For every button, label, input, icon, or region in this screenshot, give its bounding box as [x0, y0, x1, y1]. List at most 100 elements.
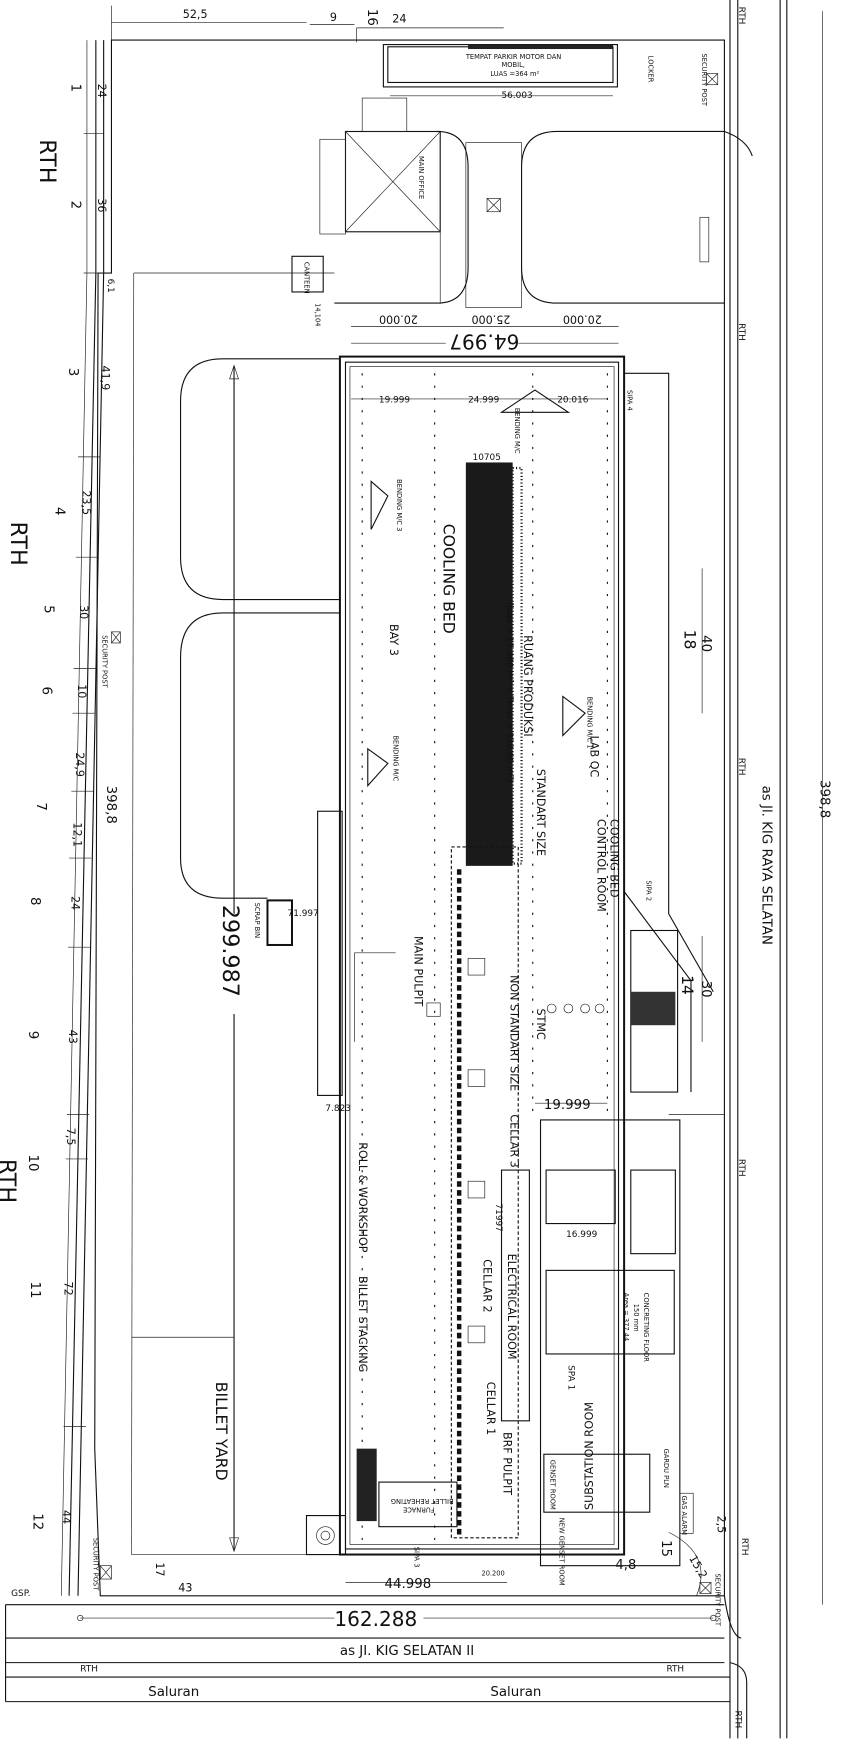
dim-20-200: 20.200	[481, 1570, 504, 1578]
segment-length: 6,1	[105, 279, 115, 293]
rth-label-east: RTH	[733, 1711, 743, 1729]
security-post-label: SECURITY POST	[92, 1538, 100, 1591]
left-segment-dimensions: 1 2 3 4 5 6 7 8 9 10 11 12 24 36 6,1 41,…	[25, 40, 115, 1596]
rth-label-east: RTH	[736, 7, 746, 25]
dim-52-5: 52,5	[183, 8, 208, 21]
cooling-bed-control-room-label: CONTROL ROOM	[594, 819, 607, 912]
segment-number: 9	[25, 1031, 40, 1039]
dim-stmc-19-999: 19.999	[544, 1098, 591, 1113]
dim-10705: 10705	[473, 453, 501, 463]
segment-length: 10	[75, 684, 88, 698]
concreting-floor-label: CONCRETING FLOOR	[642, 1293, 650, 1363]
dim-24: 24	[392, 12, 406, 25]
frontage-dimension: 162.288	[334, 1607, 417, 1631]
parking-area-size: LUAS =364 m²	[490, 70, 539, 78]
brf-pulpit-label: BRF PULPIT	[501, 1432, 514, 1495]
concreting-floor-area: Area = 377,44	[622, 1293, 630, 1342]
main-office: MAIN OFFICE CANTEEN 14,104	[291, 97, 753, 326]
segment-length: 43	[66, 1030, 79, 1044]
roll-workshop-label: ROLL & WORKSHOP	[356, 1142, 369, 1253]
segment-length: 41,9	[98, 366, 111, 391]
segment-number: 12	[29, 1513, 44, 1530]
main-pulpit-label: MAIN PULPIT	[412, 936, 425, 1006]
east-dimensions: 18 40 14 30 4,8 15 15,2 2,5 SECURITY POS…	[615, 568, 728, 1627]
segment-length: 30	[77, 605, 90, 619]
parking-label: TEMPAT PARKIR MOTOR DAN	[465, 53, 561, 61]
segment-length: 24,9	[73, 752, 86, 777]
security-post-label: SECURITY POST	[101, 635, 109, 688]
dim-16-999: 16.999	[566, 1230, 597, 1240]
channel-label: Saluran	[490, 1685, 541, 1700]
locker-label: LOCKER	[647, 56, 655, 83]
rth-label-left: RTH	[5, 522, 31, 566]
east-annex: 16.999 CONCRETING FLOOR 150 mm Area = 37…	[539, 372, 725, 1586]
bending-machine-1-label: BENDING M/C 1	[585, 696, 593, 748]
bending-machine-label: BENDING M/C	[513, 408, 521, 454]
dim-24-999: 24.999	[468, 395, 499, 405]
dim-44-998: 44.998	[384, 1577, 431, 1592]
furnace-label: BILLET REHEATING	[391, 1497, 454, 1505]
parking-area: TEMPAT PARKIR MOTOR DAN MOBIL, LUAS =364…	[382, 44, 719, 107]
main-office-label: MAIN OFFICE	[417, 156, 425, 199]
rth-label-left: RTH	[0, 1159, 20, 1203]
production-area-label: (luas = 17.480 m² + Teras = 339,60 m²)	[504, 602, 514, 782]
cellar-3-label: CELLAR 3	[507, 1114, 520, 1167]
top-dimensions: 52,5 9 16 24	[111, 5, 504, 43]
segment-length: 44	[59, 1510, 72, 1524]
billet-stacking-label: BILLET STACKING	[356, 1276, 369, 1372]
spa-1-label: SPA 1	[565, 1365, 575, 1390]
dim-17: 17	[153, 1562, 166, 1576]
scrap-bin-label: SCRAP BIN	[253, 903, 261, 939]
dim-bay-25: 25.000	[471, 312, 510, 325]
rth-label-south: RTH	[666, 1665, 684, 1675]
dim-4-8: 4,8	[615, 1558, 636, 1573]
segment-number: 8	[27, 897, 42, 905]
production-room-label: RUANG PRODUKSI	[521, 635, 534, 737]
road-name-south: as JI. KIG SELATAN II	[340, 1644, 474, 1659]
security-post-label: SECURITY POST	[700, 53, 708, 106]
yard-roads: 299.987 BILLET YARD SCRAP BIN 71.997 7.8…	[92, 358, 351, 1594]
road-name-east: as Jl. KIG RAYA SELATAN	[758, 786, 773, 945]
dim-71-997: 71.997	[288, 909, 319, 919]
dim-40: 40	[698, 635, 713, 652]
non-standard-size-label: NON STANDART SIZE	[507, 975, 520, 1091]
segment-length: 24	[95, 84, 108, 98]
bay-3-label: BAY 3	[387, 624, 400, 656]
segment-number: 6	[38, 686, 53, 694]
dim-299-987: 299.987	[217, 905, 243, 997]
dim-16: 16	[364, 9, 379, 26]
parking-label: MOBIL,	[502, 61, 525, 69]
bending-machine-3-label: BENDING M/C 3	[395, 479, 403, 531]
dim-30: 30	[698, 981, 713, 998]
dim-2-5: 2,5	[715, 1516, 728, 1534]
billet-yard-label: BILLET YARD	[212, 1382, 230, 1481]
east-road: RTH RTH RTH RTH RTH RTH as Jl. KIG RAYA …	[729, 0, 831, 1739]
cooling-bed-control-room-label: COOLING BED	[608, 819, 621, 897]
segment-number: 10	[25, 1154, 40, 1171]
segment-number: 1	[67, 84, 82, 92]
segment-length: 36	[95, 198, 108, 212]
stmc-label: STMC	[534, 1008, 547, 1039]
site-depth-left: 398,8	[103, 786, 118, 824]
dim-bay-20: 20.000	[379, 312, 418, 325]
gas-alarm-label: GAS ALARM	[680, 1495, 688, 1535]
cellar-2-label: CELLAR 2	[481, 1259, 494, 1312]
dim-71997: 71997	[493, 1204, 503, 1232]
segment-number: 2	[67, 201, 82, 209]
dim-19-999: 19.999	[379, 395, 410, 405]
sipa-2-label: SIPA 2	[644, 880, 652, 901]
segment-length: 23,5	[79, 490, 92, 515]
dim-15-2: 15,2	[686, 1553, 710, 1581]
gsp-label: GSP.	[11, 1589, 30, 1599]
dim-parking-length: 56.003	[502, 91, 533, 101]
segment-number: 11	[27, 1282, 42, 1299]
dim-9: 9	[330, 11, 337, 24]
segment-length: 72	[62, 1282, 75, 1296]
concreting-floor-label: 150 mm	[632, 1304, 640, 1332]
genset-room-label: GENSET ROOM	[549, 1460, 557, 1510]
rth-label-left: RTH	[34, 139, 60, 183]
segment-number: 5	[41, 605, 56, 613]
rth-label-east: RTH	[736, 1159, 746, 1177]
rth-label-south: RTH	[80, 1665, 98, 1675]
gardu-pln-label: GARDU PLN	[662, 1449, 670, 1488]
